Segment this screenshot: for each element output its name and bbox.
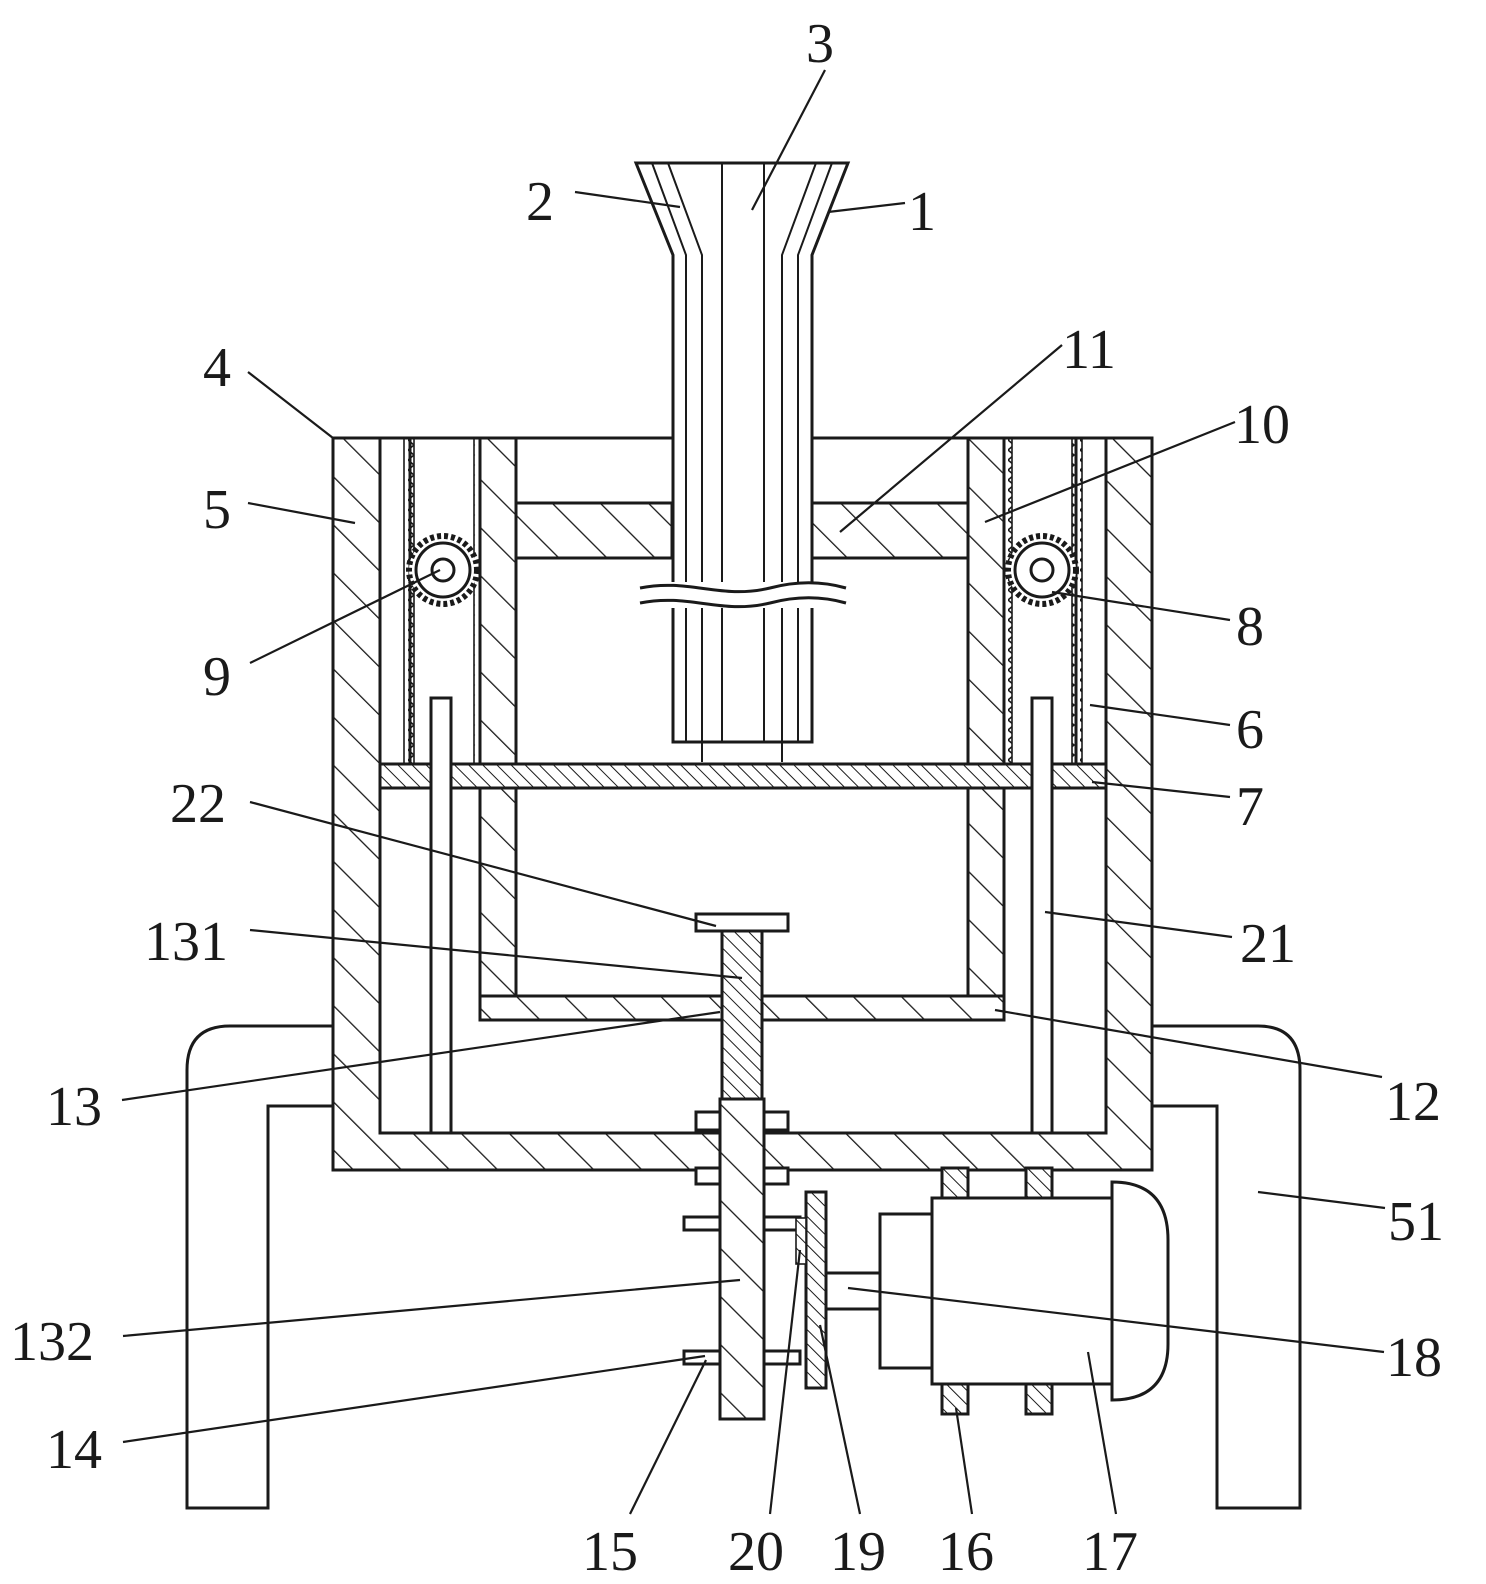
callout-7: 7 xyxy=(1236,776,1264,838)
callout-18: 18 xyxy=(1386,1327,1442,1389)
callout-labels: 1 2 3 4 5 6 7 8 9 10 11 12 13 131 132 14… xyxy=(10,13,1444,1583)
callout-5: 5 xyxy=(203,479,231,541)
callout-51: 51 xyxy=(1388,1191,1444,1253)
callout-12: 12 xyxy=(1385,1071,1441,1133)
callout-17: 17 xyxy=(1082,1521,1138,1583)
callout-19: 19 xyxy=(830,1521,886,1583)
lifting-plate xyxy=(378,762,1108,790)
callout-2: 2 xyxy=(526,171,554,233)
callout-3: 3 xyxy=(806,13,834,75)
callout-1: 1 xyxy=(908,181,936,243)
gear-right xyxy=(1005,533,1079,607)
callout-9: 9 xyxy=(203,646,231,708)
callout-16: 16 xyxy=(938,1521,994,1583)
callout-131: 131 xyxy=(144,911,228,973)
callout-11: 11 xyxy=(1062,319,1116,381)
drive-assembly xyxy=(795,1166,1170,1416)
inner-barrel xyxy=(478,436,1006,1022)
callout-15: 15 xyxy=(582,1521,638,1583)
callout-132: 132 xyxy=(10,1311,94,1373)
screw-shaft xyxy=(682,912,802,1421)
callout-10: 10 xyxy=(1234,394,1290,456)
support-frame xyxy=(185,1024,1302,1510)
callout-20: 20 xyxy=(728,1521,784,1583)
callout-6: 6 xyxy=(1236,699,1264,761)
callout-13: 13 xyxy=(46,1076,102,1138)
leader-lines xyxy=(121,69,1386,1515)
callout-4: 4 xyxy=(203,337,231,399)
guide-rods xyxy=(429,696,1054,1135)
feed-hopper xyxy=(633,161,851,762)
callout-8: 8 xyxy=(1236,596,1264,658)
gear-left xyxy=(406,533,480,607)
callout-14: 14 xyxy=(46,1419,102,1481)
callout-21: 21 xyxy=(1240,913,1296,975)
callout-22: 22 xyxy=(170,773,226,835)
